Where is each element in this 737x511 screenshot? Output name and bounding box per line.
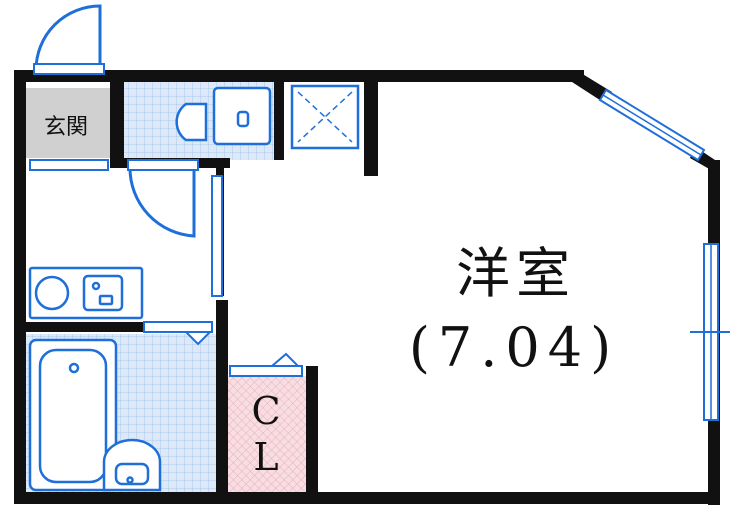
wash-basin-icon: [102, 438, 162, 492]
closet-door: [229, 352, 303, 377]
bathtub-icon: [28, 338, 118, 492]
toilet-icon: [175, 86, 272, 146]
corner-window: [598, 88, 706, 162]
right-window: [690, 243, 730, 421]
storage-box-icon: [290, 84, 360, 150]
closet-label-top: C: [251, 389, 280, 433]
closet-label-bottom: L: [253, 435, 278, 479]
room-area-label: (7.04): [409, 316, 619, 379]
kitchen-counter: [28, 266, 144, 320]
sliding-door: [211, 175, 223, 297]
bath-door-marker: [183, 331, 213, 346]
entrance-step: [29, 159, 109, 171]
closet-floor: [228, 376, 306, 492]
entrance-door: [33, 4, 105, 75]
toilet-door: [127, 159, 199, 238]
room-name-label: 洋室: [456, 242, 576, 305]
bath-door: [143, 321, 213, 333]
entrance-floor: [26, 88, 110, 158]
entrance-label: 玄関: [44, 115, 88, 140]
